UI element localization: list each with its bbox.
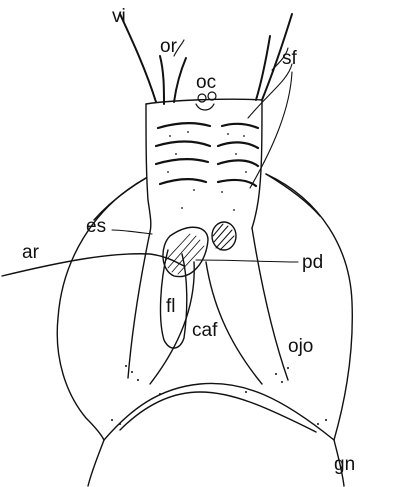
label-ojo: ojo [288,336,313,357]
label-oc: oc [196,72,216,93]
label-caf: caf [192,320,218,341]
inner-vertical-bristle [120,14,156,102]
carina-left [150,262,194,384]
mouth-opening-arc [104,383,334,440]
stippling [111,131,327,425]
right-eye-outline [266,174,352,440]
genal-seta-left [88,440,104,486]
label-ar: ar [22,242,40,263]
right-vertical-bristle-2 [256,36,270,100]
right-eye-upper-arc [266,174,320,216]
face-right-ridge [252,228,288,380]
label-es: es [86,216,106,237]
label-vi: vi [112,6,126,27]
label-sf: sf [282,48,298,69]
label-or: or [160,36,178,57]
orbital-bristle-1 [160,56,164,104]
orbital-bristle-2 [174,58,186,102]
epistoma-inner-arc [120,392,316,432]
label-pd: pd [302,252,323,273]
label-gn: gn [334,454,355,475]
frontal-setae [156,123,258,186]
ocellar-triangle [196,92,216,110]
frons-left-edge [146,104,151,232]
label-fl: fl [166,296,176,317]
